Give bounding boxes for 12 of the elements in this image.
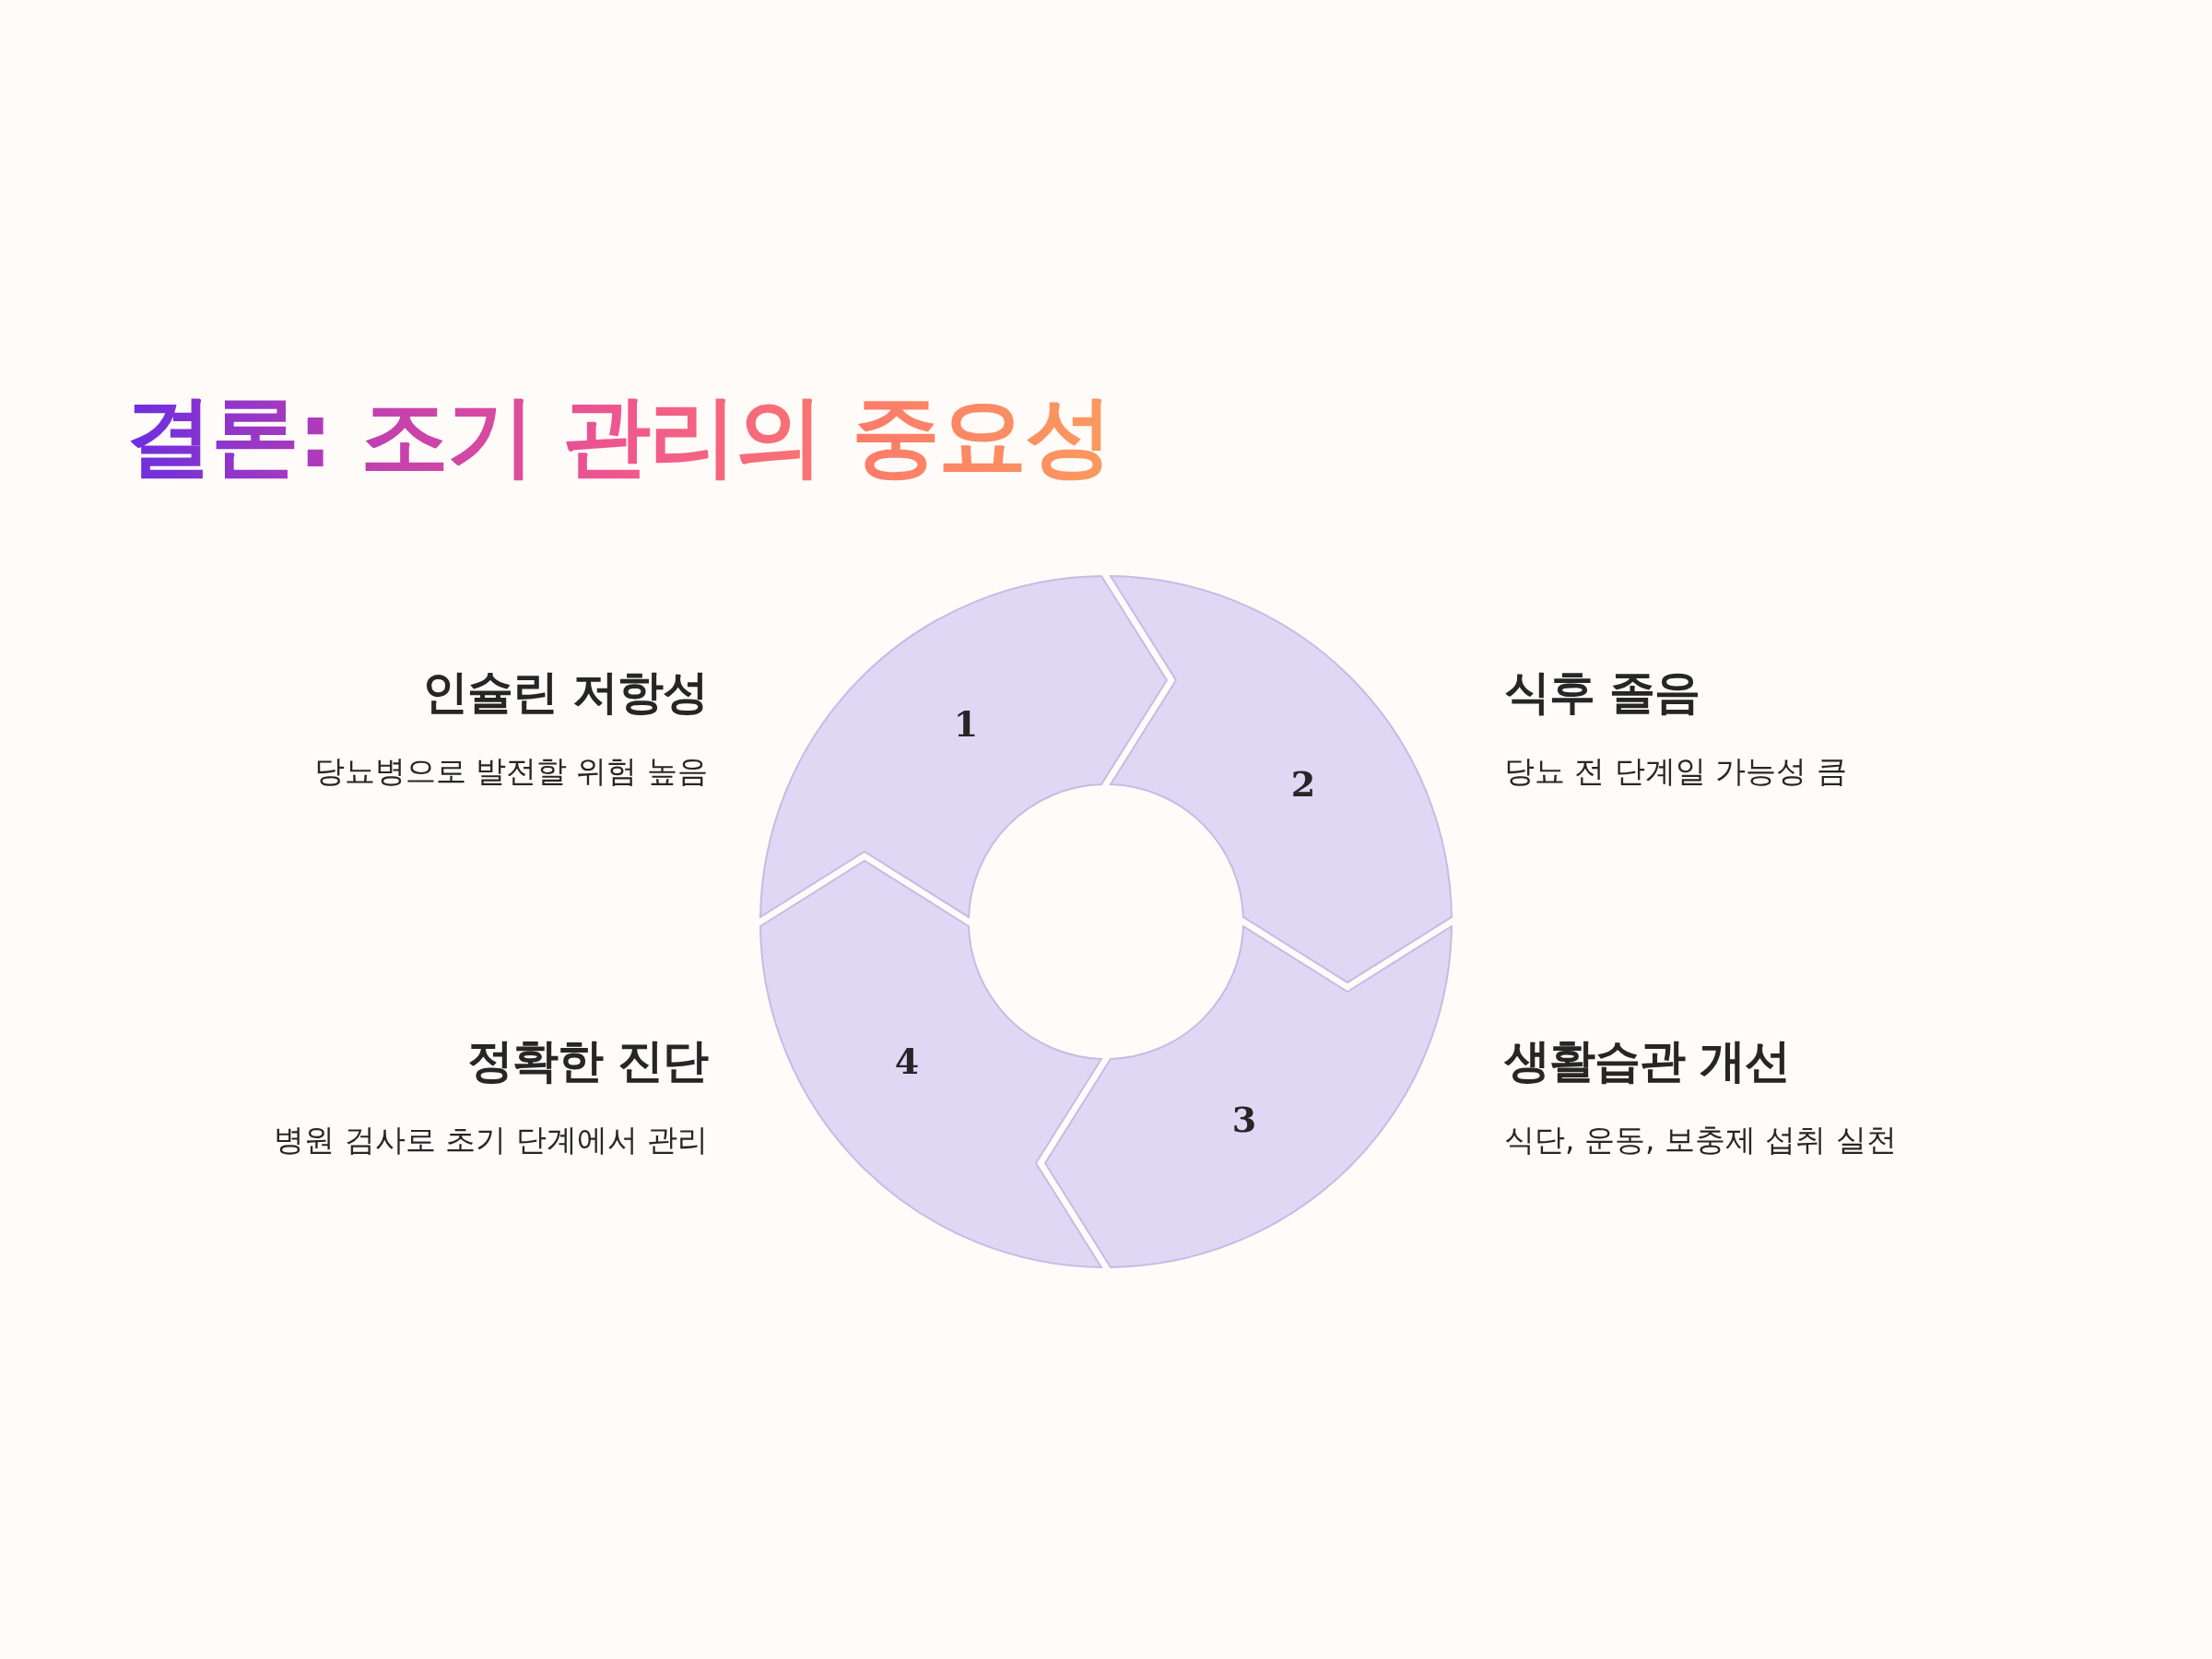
step-heading: 정확한 진단 [466, 1033, 708, 1089]
step-description: 병원 검사로 초기 단계에서 관리 [274, 1121, 708, 1159]
step-number: 1 [953, 702, 979, 745]
step-description: 당뇨병으로 발전할 위험 높음 [313, 752, 708, 791]
step-heading: 인슐린 저항성 [421, 665, 708, 721]
step-description: 식단, 운동, 보충제 섭취 실천 [1504, 1121, 1897, 1159]
step-number: 2 [1290, 762, 1316, 805]
step-number: 3 [1231, 1098, 1257, 1140]
step-number: 4 [894, 1040, 920, 1082]
step-heading: 식후 졸음 [1504, 665, 1700, 721]
step-description: 당뇨 전 단계일 가능성 큼 [1504, 752, 1847, 791]
step-heading: 생활습관 개선 [1504, 1033, 1791, 1089]
